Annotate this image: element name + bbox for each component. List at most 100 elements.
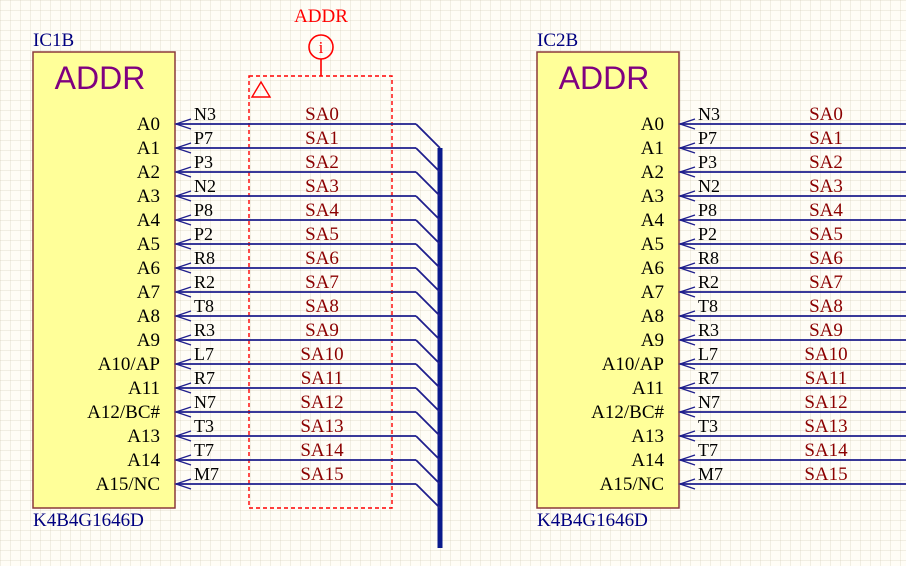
net-label[interactable]: SA8 (809, 296, 843, 317)
pin-row[interactable]: A6 R8 SA6 (137, 248, 441, 293)
pin-name: A15/NC (600, 474, 664, 495)
net-label[interactable]: SA14 (300, 440, 344, 461)
pin-number: T3 (194, 416, 214, 436)
net-label[interactable]: SA11 (805, 368, 848, 389)
pin-number: M7 (698, 464, 723, 484)
net-label[interactable]: SA1 (809, 128, 843, 149)
net-label[interactable]: SA0 (809, 104, 843, 125)
net-label[interactable]: SA15 (300, 464, 343, 485)
net-label[interactable]: SA7 (305, 272, 339, 293)
net-label[interactable]: SA15 (804, 464, 847, 485)
pin-name: A14 (127, 450, 160, 471)
pin-number: M7 (194, 464, 219, 484)
net-label[interactable]: SA8 (305, 296, 339, 317)
net-label[interactable]: SA6 (305, 248, 339, 269)
pin-row[interactable]: A8 T8 SA8 (137, 296, 441, 341)
bus-entry (415, 147, 441, 173)
net-label[interactable]: SA7 (809, 272, 843, 293)
bus-entry (415, 411, 441, 437)
pin-number: T3 (698, 416, 718, 436)
net-label[interactable]: SA9 (809, 320, 843, 341)
net-label[interactable]: SA0 (305, 104, 339, 125)
pin-number: T7 (698, 440, 718, 460)
net-label[interactable]: SA2 (305, 152, 339, 173)
pin-name: A12/BC# (87, 402, 160, 423)
net-label[interactable]: SA6 (809, 248, 843, 269)
ic-body[interactable] (32, 51, 176, 509)
net-label[interactable]: SA4 (809, 200, 843, 221)
pin-row[interactable]: A0 N3 SA0 (137, 104, 441, 149)
directive-label: ADDR (294, 6, 348, 27)
net-label[interactable]: SA5 (809, 224, 843, 245)
net-label[interactable]: SA11 (301, 368, 344, 389)
net-label[interactable]: SA10 (804, 344, 847, 365)
ic-body[interactable] (536, 51, 680, 509)
pin-number: L7 (194, 344, 214, 364)
pin-number: T8 (194, 296, 214, 316)
net-label[interactable]: SA2 (809, 152, 843, 173)
net-label[interactable]: SA13 (804, 416, 847, 437)
pin-name: A14 (631, 450, 664, 471)
net-label[interactable]: SA3 (809, 176, 843, 197)
net-label[interactable]: SA12 (804, 392, 847, 413)
pin-number: P8 (194, 200, 213, 220)
pin-name: A8 (137, 306, 160, 327)
pin-name: A1 (137, 138, 160, 159)
net-label[interactable]: SA10 (300, 344, 343, 365)
pin-number: R8 (194, 248, 215, 268)
pin-name: A0 (137, 114, 160, 135)
pin-row[interactable]: A14 T7 SA14 (631, 440, 906, 471)
net-label[interactable]: SA12 (300, 392, 343, 413)
ic-part-number: K4B4G1646D (537, 510, 648, 531)
bus-entry (415, 123, 441, 149)
pin-row[interactable]: A15/NC M7 SA15 (600, 464, 906, 495)
pin-name: A0 (641, 114, 664, 135)
pin-number: R3 (698, 320, 719, 340)
pin-number: P8 (698, 200, 717, 220)
pin-name: A6 (137, 258, 160, 279)
net-label[interactable]: SA14 (804, 440, 848, 461)
net-label[interactable]: SA1 (305, 128, 339, 149)
net-label[interactable]: SA4 (305, 200, 339, 221)
pin-number: N2 (194, 176, 216, 196)
net-label[interactable]: SA9 (305, 320, 339, 341)
net-label[interactable]: SA13 (300, 416, 343, 437)
pin-number: N3 (194, 104, 216, 124)
pin-number: R2 (698, 272, 719, 292)
pin-name: A10/AP (602, 354, 664, 375)
net-label[interactable]: SA5 (305, 224, 339, 245)
pin-name: A1 (641, 138, 664, 159)
net-label[interactable]: SA3 (305, 176, 339, 197)
pin-number: R2 (194, 272, 215, 292)
